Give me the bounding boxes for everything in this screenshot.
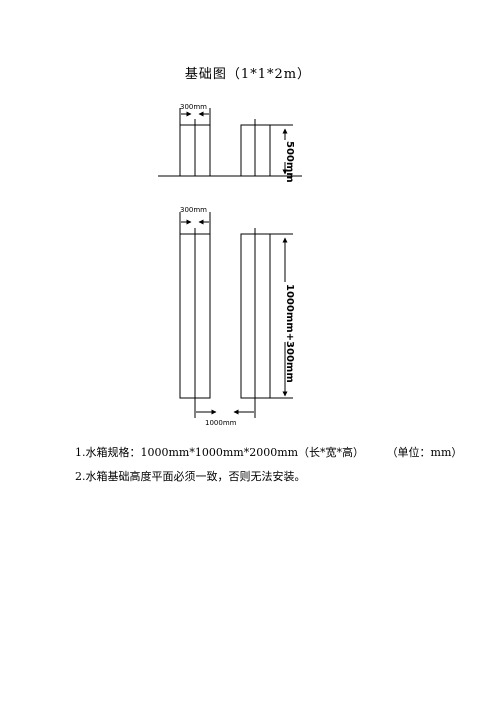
page-title: 基础图（1*1*2m） xyxy=(184,67,312,82)
right-foundation-elevation xyxy=(240,119,271,177)
front-width-label: 300mm xyxy=(180,103,207,111)
note-level-requirement: 2.水箱基础高度平面必须一致，否则无法安装。 xyxy=(75,470,306,483)
plan-width-label: 300mm xyxy=(180,206,207,214)
plan-length-label: 1000mm+300mm xyxy=(284,284,295,383)
plan-view xyxy=(179,212,293,418)
plan-gap-label: 1000mm xyxy=(205,419,237,427)
front-elevation xyxy=(158,108,302,177)
note-tank-spec-text: 1.水箱规格：1000mm*1000mm*2000mm（长*宽*高） xyxy=(75,446,365,459)
note-unit: （单位：mm） xyxy=(392,446,463,459)
left-foundation-plan xyxy=(179,212,211,418)
note-tank-spec: 1.水箱规格：1000mm*1000mm*2000mm（长*宽*高） （单位：mm… xyxy=(75,444,462,460)
front-height-label: 500mm xyxy=(284,141,295,183)
left-foundation-elevation xyxy=(179,108,211,177)
right-foundation-plan xyxy=(240,228,271,418)
